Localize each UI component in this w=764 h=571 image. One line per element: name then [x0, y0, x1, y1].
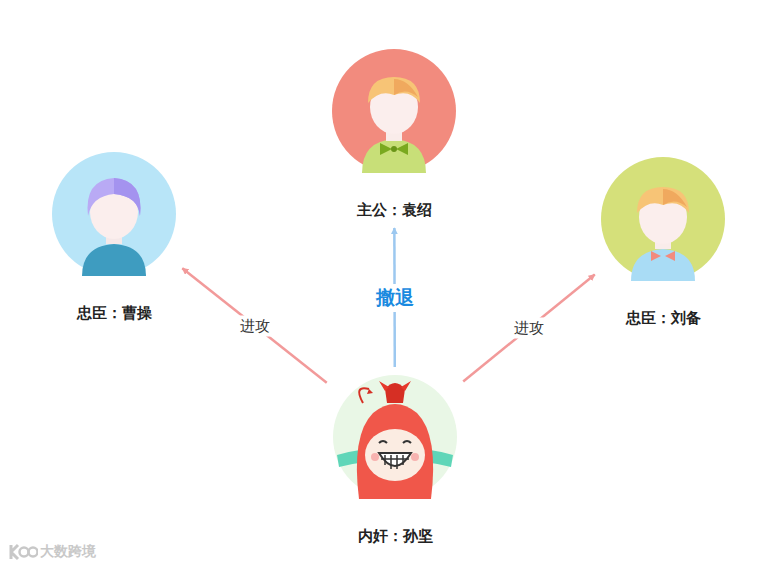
watermark-logo: [8, 542, 38, 562]
role-label: 主公：袁绍: [357, 201, 432, 220]
edge-label: 撤退: [373, 284, 417, 312]
avatar-illustration: [52, 152, 176, 276]
edge-label: 进攻: [511, 318, 547, 339]
avatar-node: 内奸：孙坚: [333, 375, 457, 546]
avatar-node: 忠臣：刘备: [601, 157, 725, 328]
role-label: 忠臣：刘备: [626, 309, 701, 328]
arrow-connector: [182, 268, 326, 383]
role-label: 内奸：孙坚: [358, 527, 433, 546]
watermark: 大数跨境: [8, 542, 96, 562]
edge-label: 进攻: [237, 315, 273, 336]
role-label: 忠臣：曹操: [77, 304, 152, 323]
watermark-text: 大数跨境: [40, 543, 96, 561]
avatar-node: 忠臣：曹操: [52, 152, 176, 323]
avatar-node: 主公：袁绍: [332, 49, 456, 220]
avatar-illustration: [601, 157, 725, 281]
avatar-illustration: [332, 49, 456, 173]
avatar-illustration: [333, 375, 457, 499]
arrow-connector: [463, 274, 595, 381]
